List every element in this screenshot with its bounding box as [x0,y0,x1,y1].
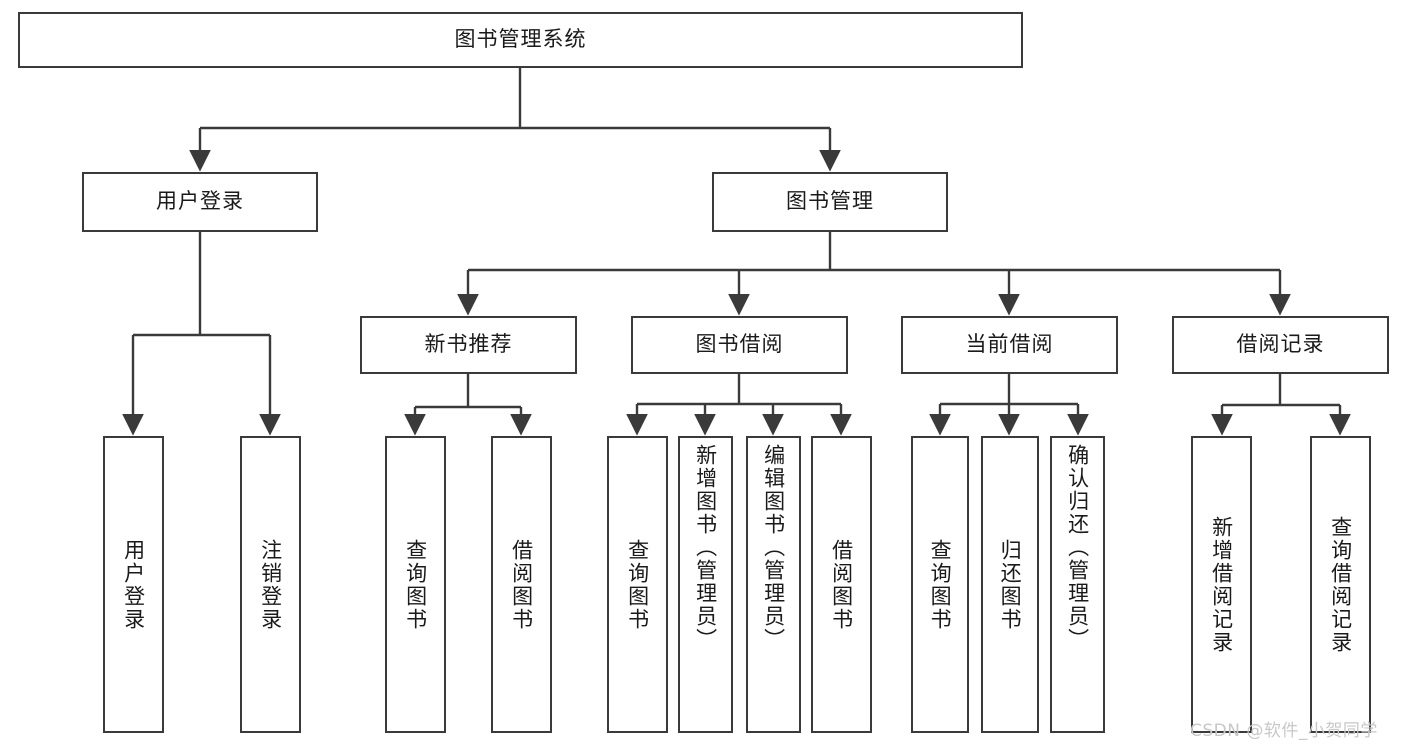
node-book-borrow[interactable]: 图书借阅 [631,316,848,374]
node-leaf-query-book-2[interactable]: 查询图书 [607,436,668,733]
node-leaf-logout-label: 注销登录 [258,538,283,631]
node-leaf-add-book-label: 新增图书（管理员） [693,444,718,651]
node-current-borrow-label: 当前借阅 [965,332,1054,357]
node-leaf-confirm-return-label: 确认归还（管理员） [1065,444,1090,651]
node-root[interactable]: 图书管理系统 [18,12,1023,68]
node-leaf-query-record[interactable]: 查询借阅记录 [1310,436,1371,733]
node-user-login-label: 用户登录 [156,189,244,214]
node-leaf-add-book[interactable]: 新增图书（管理员） [678,436,733,733]
node-leaf-query-book-2-label: 查询图书 [625,538,650,631]
node-book-management[interactable]: 图书管理 [712,172,948,232]
node-user-login[interactable]: 用户登录 [82,172,318,232]
node-borrow-record[interactable]: 借阅记录 [1172,316,1389,374]
node-leaf-user-login-label: 用户登录 [121,538,146,631]
node-new-book-recommend[interactable]: 新书推荐 [360,316,577,374]
node-leaf-add-record-label: 新增借阅记录 [1209,515,1234,654]
node-leaf-user-login[interactable]: 用户登录 [103,436,164,733]
node-leaf-return-book[interactable]: 归还图书 [981,436,1039,733]
node-leaf-add-record[interactable]: 新增借阅记录 [1191,436,1252,733]
node-book-borrow-label: 图书借阅 [695,332,784,357]
node-new-book-recommend-label: 新书推荐 [424,332,513,357]
node-leaf-borrow-book-2-label: 借阅图书 [829,538,854,631]
node-root-label: 图书管理系统 [454,27,587,52]
node-leaf-query-book-1-label: 查询图书 [403,538,428,631]
node-leaf-logout[interactable]: 注销登录 [240,436,301,733]
node-leaf-query-book-1[interactable]: 查询图书 [385,436,446,733]
node-leaf-return-book-label: 归还图书 [998,538,1023,631]
node-leaf-query-book-3-label: 查询图书 [928,538,953,631]
csdn-watermark: CSDN @软件_小贺同学 [1190,721,1378,741]
node-borrow-record-label: 借阅记录 [1236,332,1325,357]
node-leaf-confirm-return[interactable]: 确认归还（管理员） [1050,436,1105,733]
node-leaf-query-book-3[interactable]: 查询图书 [911,436,969,733]
node-leaf-edit-book[interactable]: 编辑图书（管理员） [746,436,801,733]
node-leaf-borrow-book-2[interactable]: 借阅图书 [811,436,872,733]
node-leaf-borrow-book-1-label: 借阅图书 [509,538,534,631]
node-leaf-query-record-label: 查询借阅记录 [1328,515,1353,654]
node-leaf-borrow-book-1[interactable]: 借阅图书 [491,436,552,733]
node-leaf-edit-book-label: 编辑图书（管理员） [761,444,786,651]
node-current-borrow[interactable]: 当前借阅 [901,316,1118,374]
node-book-management-label: 图书管理 [786,189,874,214]
